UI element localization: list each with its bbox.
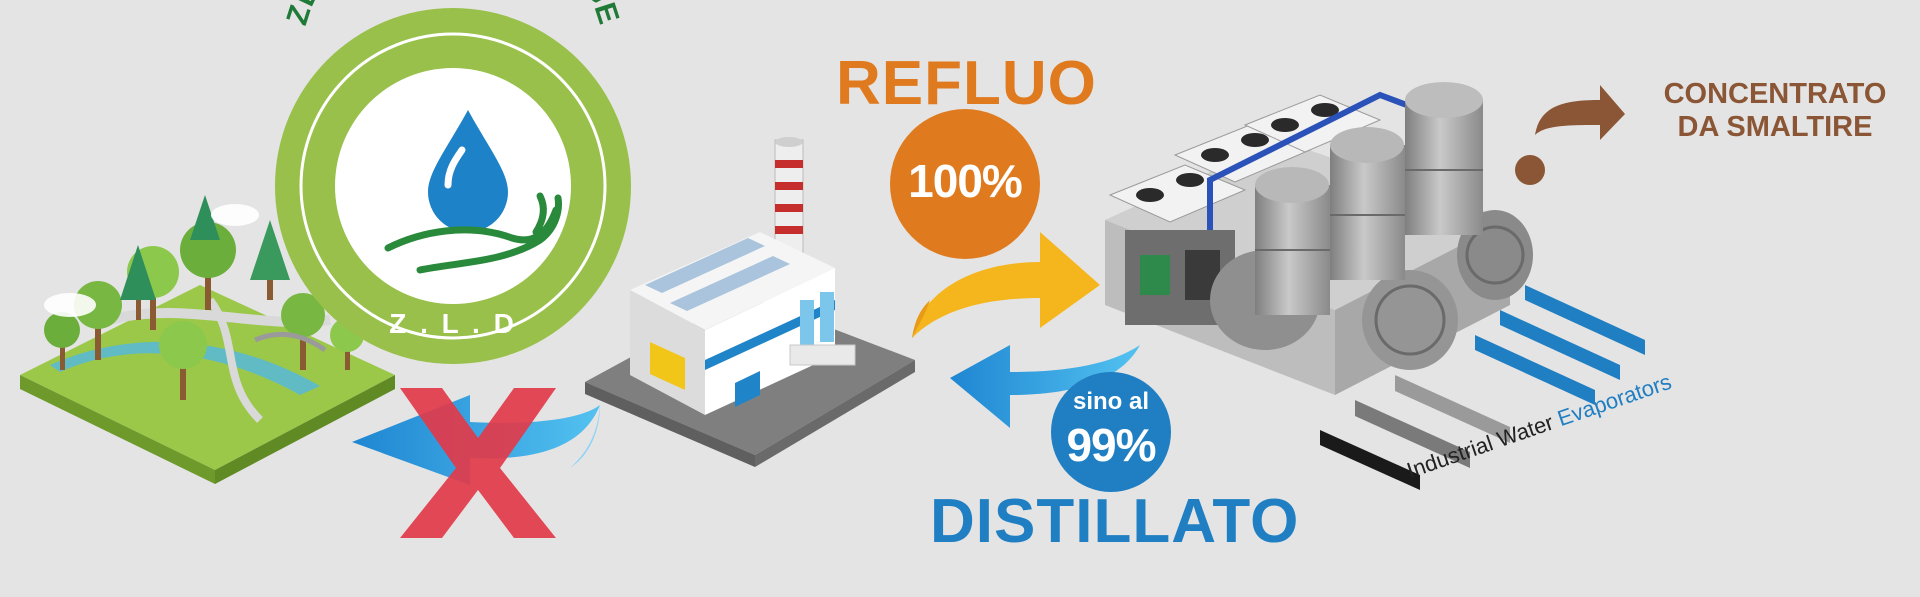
factory-icon: [585, 137, 915, 467]
concentrato-label: CONCENTRATO DA SMALTIRE: [1630, 78, 1920, 144]
hand-icon: [384, 192, 562, 274]
park-icon: [20, 195, 395, 484]
refluo-circle: [890, 109, 1040, 259]
refluo-arrow: [912, 232, 1100, 338]
cross-icon: [400, 388, 556, 538]
refluo-percent: 100%: [908, 155, 1023, 207]
zld-badge: ZERO LIQUID DISCHARGE Z . L . D: [275, 0, 631, 364]
evaporator-icon: [1105, 82, 1533, 395]
badge-abbrev: Z . L . D: [389, 308, 517, 339]
distillato-prefix: sino al: [1072, 388, 1150, 415]
concentrato-line2: DA SMALTIRE: [1677, 111, 1873, 143]
concentrato-arrow: [1515, 85, 1625, 185]
distillato-circle: [1051, 372, 1171, 492]
brand-logo: [1320, 285, 1645, 490]
concentrato-line1: CONCENTRATO: [1663, 78, 1887, 110]
distillato-arrow: [950, 345, 1140, 428]
distillato-label: DISTILLATO: [930, 487, 1300, 556]
water-drop-icon: [428, 110, 508, 232]
distillato-percent: 99%: [1066, 419, 1156, 471]
refluo-label: REFLUO: [836, 49, 1097, 118]
